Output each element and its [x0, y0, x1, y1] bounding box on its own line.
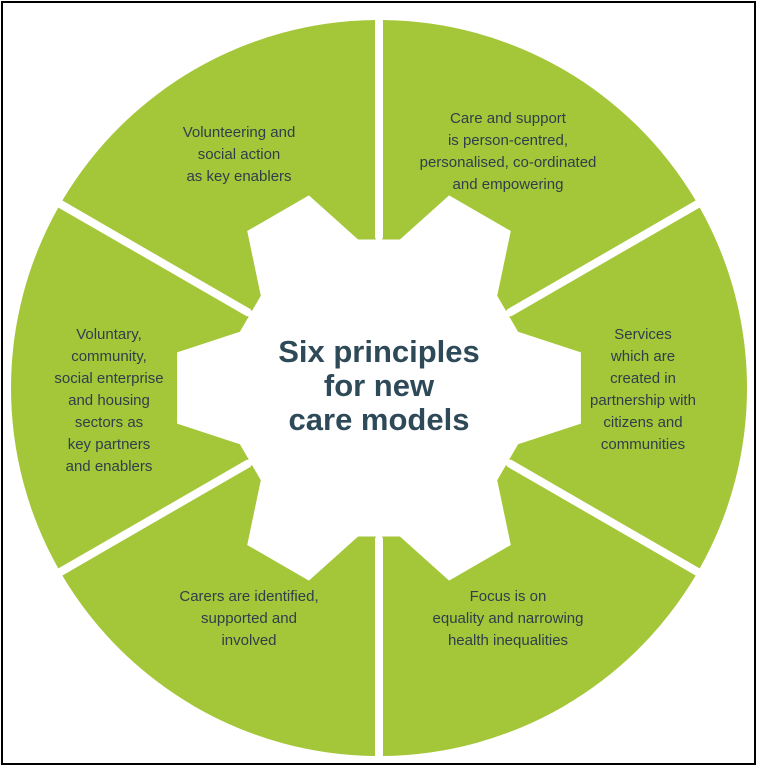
description-line: social enterprise: [54, 370, 163, 387]
principle-number-06: 06: [277, 220, 322, 264]
principles-wheel: 01 02 03 04 05 06 Care and support is person-c…: [10, 16, 747, 760]
principle-description-05: Voluntary, community, social enterprise and…: [54, 326, 163, 475]
principle-description-03: Focus is on equality and narrowing health …: [433, 588, 584, 649]
description-line: equality and narrowing: [433, 610, 584, 627]
title-line-3: care models: [289, 402, 470, 437]
description-line: partnership with: [590, 392, 696, 409]
principle-number-01: 01: [439, 220, 484, 264]
principle-number-02: 02: [522, 365, 567, 409]
description-line: social action: [198, 146, 281, 163]
description-line: which are: [610, 348, 675, 365]
center-hub: [177, 195, 581, 581]
principle-number-04: 04: [277, 504, 322, 548]
principle-number-05: 05: [195, 365, 240, 409]
description-line: Carers are identified,: [179, 588, 318, 605]
spoke-divider: [506, 459, 704, 578]
description-line: as key enablers: [186, 168, 291, 185]
description-line: created in: [610, 370, 676, 387]
description-line: key partners: [68, 436, 151, 453]
description-line: and empowering: [453, 176, 564, 193]
title-line-1: Six principles: [278, 334, 480, 369]
principle-description-06: Volunteering and social action as key enab…: [183, 124, 296, 185]
spoke-divider: [506, 198, 704, 317]
description-line: health inequalities: [448, 632, 568, 649]
description-line: involved: [221, 632, 276, 649]
title-line-2: for new: [324, 368, 435, 403]
principle-number-03: 03: [439, 504, 484, 548]
description-line: Care and support: [450, 110, 567, 127]
description-line: Volunteering and: [183, 124, 296, 141]
description-line: personalised, co-ordinated: [420, 154, 597, 171]
principle-description-01: Care and support is person-centred, person…: [420, 110, 597, 193]
description-line: supported and: [201, 610, 297, 627]
description-line: citizens and: [603, 414, 682, 431]
description-line: and housing: [68, 392, 150, 409]
description-line: is person-centred,: [448, 132, 568, 149]
description-line: community,: [71, 348, 147, 365]
description-line: Services: [614, 326, 672, 343]
description-line: and enablers: [66, 458, 153, 475]
principle-description-04: Carers are identified, supported and invol…: [179, 588, 318, 649]
spoke-divider: [54, 459, 252, 578]
spoke-divider: [54, 198, 252, 317]
description-line: Focus is on: [470, 588, 547, 605]
description-line: Voluntary,: [76, 326, 142, 343]
center-title: Six principles for new care models: [278, 334, 480, 437]
description-line: communities: [601, 436, 685, 453]
principle-description-02: Services which are created in partnership w…: [590, 326, 696, 453]
description-line: sectors as: [75, 414, 143, 431]
